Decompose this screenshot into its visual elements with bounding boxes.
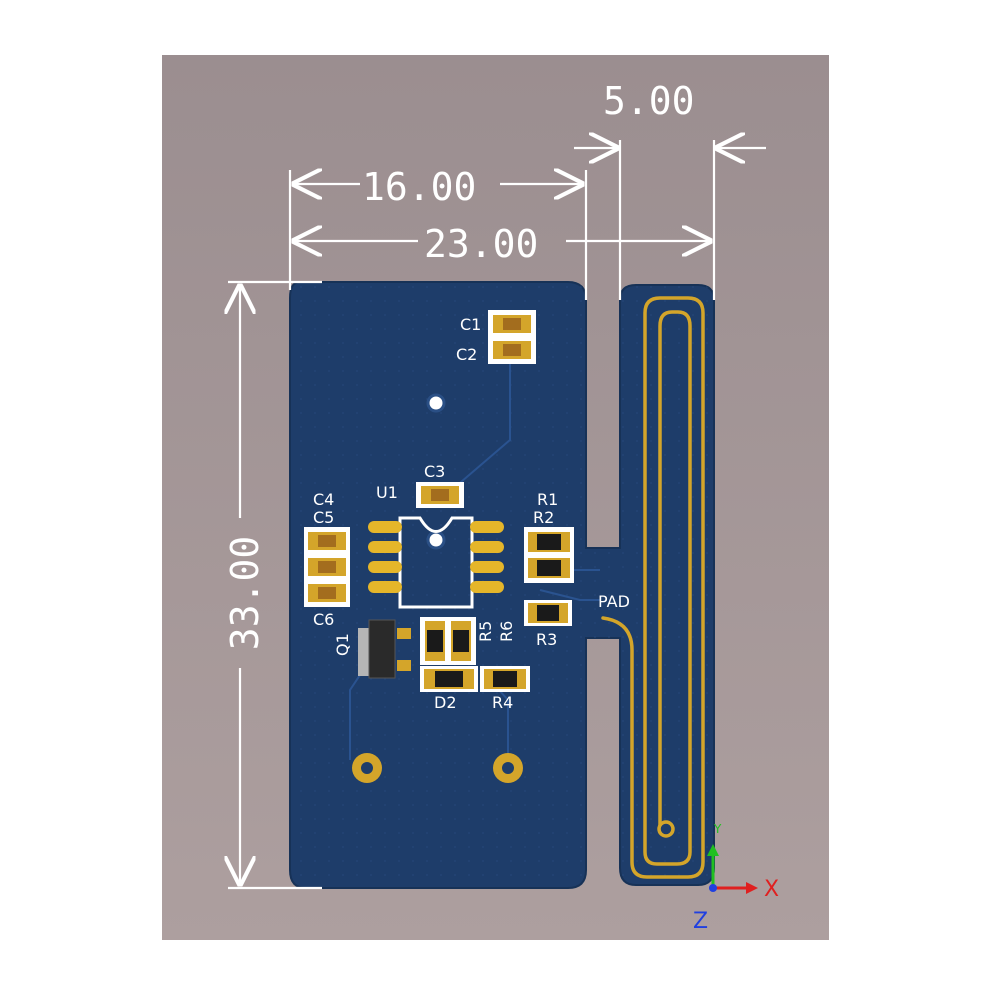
- label-r2: R2: [533, 508, 554, 527]
- u1-outline: [398, 516, 474, 609]
- label-r1: R1: [537, 490, 558, 509]
- dimension-top-width: 5.00: [603, 79, 695, 123]
- components: [304, 310, 574, 783]
- through-hole-drill: [361, 762, 373, 774]
- axis-origin: [709, 884, 717, 892]
- label-r5: R5: [476, 621, 495, 642]
- axis-x-arrowhead: [746, 882, 758, 894]
- label-c6: C6: [313, 610, 334, 629]
- silkscreen-labels: C1 C2 C3 U1 C4 C5 C6 R1 R2 R3 PAD D2 R4 …: [313, 315, 630, 712]
- r5-body: [427, 630, 443, 652]
- axis-y-arrowhead: [707, 844, 719, 856]
- antenna-coil: [601, 296, 705, 879]
- label-pad: PAD: [598, 592, 630, 611]
- q1-body: [368, 619, 396, 679]
- label-c5: C5: [313, 508, 334, 527]
- label-c1: C1: [460, 315, 481, 334]
- label-c3: C3: [424, 462, 445, 481]
- mounting-hole: [426, 530, 446, 550]
- r2-body: [537, 560, 561, 576]
- label-c4: C4: [313, 490, 334, 509]
- mounting-hole: [426, 393, 446, 413]
- axis-label-y: Y: [713, 822, 722, 836]
- through-hole-drill: [502, 762, 514, 774]
- c3-body: [431, 489, 449, 501]
- label-r6: R6: [497, 621, 516, 642]
- label-d2: D2: [434, 693, 457, 712]
- r6-body: [453, 630, 469, 652]
- label-c2: C2: [456, 345, 477, 364]
- label-u1: U1: [376, 483, 398, 502]
- d2-body: [435, 671, 463, 687]
- u1-pins: [368, 521, 504, 593]
- r3-body: [537, 605, 559, 621]
- label-r3: R3: [536, 630, 557, 649]
- r4-body: [493, 671, 517, 687]
- dimension-height: 33.00: [223, 536, 267, 650]
- q1-pad-top: [397, 628, 411, 639]
- dimension-overall-width: 23.00: [424, 222, 538, 266]
- c4-body: [318, 535, 336, 547]
- axis-triad: X Y Z: [693, 822, 779, 934]
- r1-body: [537, 534, 561, 550]
- label-q1: Q1: [333, 633, 352, 656]
- q1-pad-bottom: [397, 660, 411, 671]
- antenna-via: [657, 820, 675, 838]
- axis-label-x: X: [764, 877, 779, 902]
- axis-label-z: Z: [693, 909, 708, 934]
- c1-body: [503, 318, 521, 330]
- c2-body: [503, 344, 521, 356]
- dimension-inner-width: 16.00: [362, 165, 476, 209]
- c6-body: [318, 587, 336, 599]
- label-r4: R4: [492, 693, 513, 712]
- dimension-lines: [228, 140, 766, 890]
- c5-body: [318, 561, 336, 573]
